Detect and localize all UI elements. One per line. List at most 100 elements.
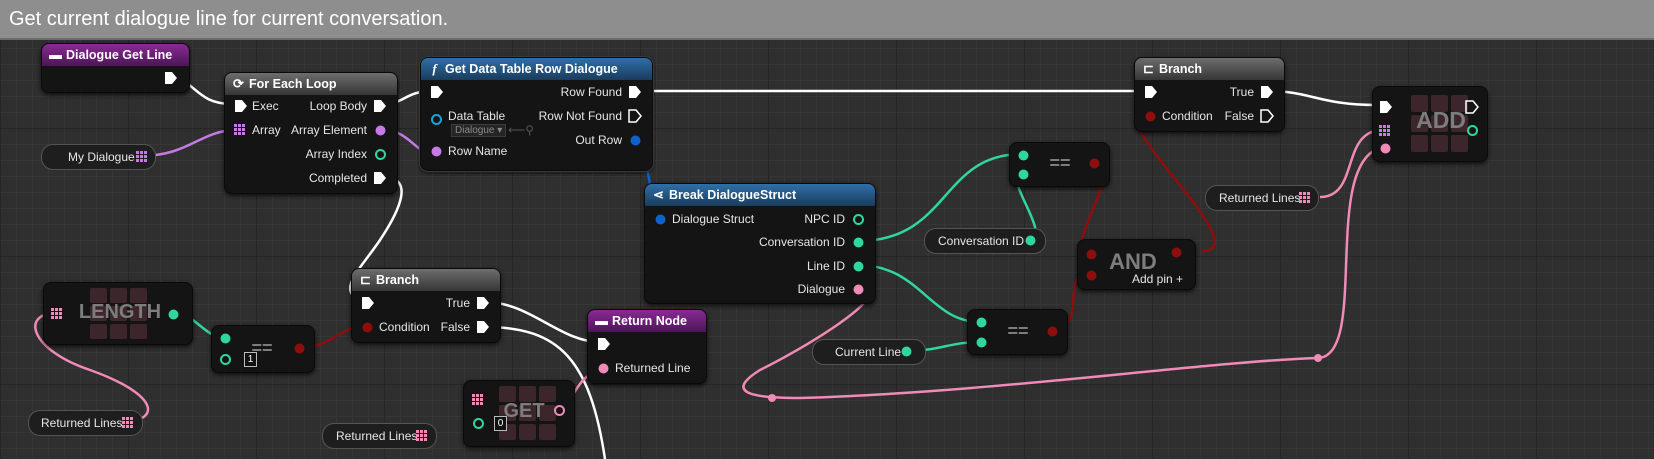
row-found-pin[interactable] bbox=[628, 85, 642, 99]
returned-line-pin[interactable] bbox=[597, 362, 610, 375]
result-pin[interactable] bbox=[1088, 157, 1101, 170]
dropdown-value: Dialogue bbox=[455, 125, 495, 136]
wire-bool bbox=[1137, 114, 1217, 253]
a-pin[interactable] bbox=[219, 332, 232, 345]
b-value-input[interactable]: 1 bbox=[244, 352, 257, 367]
node-equal-length[interactable]: == 1 bbox=[211, 325, 315, 373]
node-branch-bottom[interactable]: ⊏Branch Condition True False bbox=[351, 268, 501, 343]
pin-label-completed: Completed bbox=[308, 171, 367, 185]
node-return[interactable]: ▬Return Node Returned Line bbox=[587, 309, 707, 384]
out-row-pin[interactable] bbox=[629, 134, 642, 147]
exec-out-pin[interactable] bbox=[164, 71, 178, 85]
data-table-dropdown[interactable]: Dialogue ▾ bbox=[451, 124, 507, 137]
node-break-dialogue-struct[interactable]: ⋖Break DialogueStruct Dialogue Struct NP… bbox=[644, 183, 876, 304]
exec-in-pin[interactable] bbox=[597, 337, 611, 351]
node-and[interactable]: AND Add pin + bbox=[1077, 239, 1196, 290]
var-conversation-id[interactable]: Conversation ID bbox=[924, 228, 1046, 254]
false-pin[interactable] bbox=[476, 320, 490, 334]
pin-label-dialogue: Dialogue bbox=[797, 282, 845, 296]
result-pin[interactable] bbox=[1170, 246, 1183, 259]
array-in-pin[interactable] bbox=[1379, 125, 1391, 137]
true-pin[interactable] bbox=[1260, 85, 1274, 99]
index-out-pin[interactable] bbox=[1466, 124, 1479, 137]
comment-text: Get current dialogue line for current co… bbox=[9, 8, 449, 30]
false-pin[interactable] bbox=[1260, 109, 1274, 123]
npc-id-pin[interactable] bbox=[852, 213, 865, 226]
b-pin[interactable] bbox=[975, 336, 988, 349]
index-in-pin[interactable] bbox=[472, 417, 485, 430]
exec-out-pin[interactable] bbox=[1465, 100, 1479, 114]
array-in-pin[interactable] bbox=[51, 308, 63, 320]
exec-in-pin[interactable] bbox=[234, 99, 248, 113]
pin-label-true: True bbox=[1229, 85, 1254, 99]
row-not-found-pin[interactable] bbox=[628, 109, 642, 123]
b-pin[interactable] bbox=[1017, 168, 1030, 181]
array-in-pin[interactable] bbox=[472, 394, 484, 406]
var-returned-lines[interactable]: Returned Lines bbox=[28, 410, 143, 436]
loop-body-pin[interactable] bbox=[373, 99, 387, 113]
array-in-pin[interactable] bbox=[234, 124, 246, 136]
struct-in-pin[interactable] bbox=[654, 213, 667, 226]
node-for-each-loop[interactable]: ⟳For Each Loop Exec Array Loop Body Arra… bbox=[224, 72, 398, 194]
var-returned-lines[interactable]: Returned Lines bbox=[322, 423, 437, 449]
completed-pin[interactable] bbox=[373, 171, 387, 185]
a-pin[interactable] bbox=[975, 316, 988, 329]
b-pin[interactable] bbox=[219, 353, 232, 366]
node-length[interactable]: LENGTH bbox=[43, 282, 193, 345]
a-pin[interactable] bbox=[1085, 248, 1098, 261]
pin-label-array-index: Array Index bbox=[305, 147, 367, 161]
loop-icon: ⟳ bbox=[233, 76, 244, 91]
result-pin[interactable] bbox=[293, 342, 306, 355]
condition-pin[interactable] bbox=[361, 321, 374, 334]
data-table-pin[interactable] bbox=[430, 113, 443, 126]
array-out-pin[interactable] bbox=[122, 417, 134, 429]
browse-icon[interactable]: ⟵⚲ bbox=[508, 123, 534, 137]
pin-label-conversation-id: Conversation ID bbox=[758, 235, 845, 249]
line-id-pin[interactable] bbox=[852, 260, 865, 273]
var-label: Returned Lines bbox=[336, 429, 418, 443]
pin-label-npc-id: NPC ID bbox=[804, 212, 845, 226]
pin-label-condition: Condition bbox=[1162, 109, 1213, 123]
array-out-pin[interactable] bbox=[136, 151, 148, 163]
node-branch-top[interactable]: ⊏Branch Condition True False bbox=[1134, 57, 1285, 132]
row-name-pin[interactable] bbox=[430, 145, 443, 158]
node-dialogue-get-line[interactable]: ▬Dialogue Get Line bbox=[41, 43, 190, 93]
node-add[interactable]: ADD bbox=[1372, 86, 1488, 162]
result-pin[interactable] bbox=[1046, 325, 1059, 338]
equal-label: == bbox=[1007, 321, 1029, 341]
index-value-input[interactable]: 0 bbox=[494, 416, 507, 431]
exec-in-pin[interactable] bbox=[361, 296, 375, 310]
int-out-pin[interactable] bbox=[1024, 234, 1037, 247]
item-in-pin[interactable] bbox=[1379, 142, 1392, 155]
return-icon: ▬ bbox=[595, 313, 608, 328]
exec-in-pin[interactable] bbox=[1379, 100, 1393, 114]
pin-label-row-found: Row Found bbox=[560, 85, 622, 99]
node-get[interactable]: GET 0 bbox=[463, 380, 575, 447]
array-out-pin[interactable] bbox=[1299, 192, 1311, 204]
array-out-pin[interactable] bbox=[416, 430, 428, 442]
true-pin[interactable] bbox=[476, 296, 490, 310]
node-title: Branch bbox=[376, 273, 420, 287]
exec-in-pin[interactable] bbox=[1144, 85, 1158, 99]
add-pin-button[interactable]: Add pin + bbox=[1132, 272, 1183, 286]
var-returned-lines[interactable]: Returned Lines bbox=[1205, 185, 1319, 211]
array-element-pin[interactable] bbox=[374, 124, 387, 137]
var-my-dialogue[interactable]: My Dialogue bbox=[41, 144, 156, 170]
comment-box[interactable]: Get current dialogue line for current co… bbox=[0, 0, 1654, 40]
item-out-pin[interactable] bbox=[553, 404, 566, 417]
int-out-pin[interactable] bbox=[900, 345, 913, 358]
length-out-pin[interactable] bbox=[167, 308, 180, 321]
dialogue-pin[interactable] bbox=[852, 283, 865, 296]
exec-in-pin[interactable] bbox=[430, 85, 444, 99]
add-label: ADD bbox=[1416, 107, 1466, 133]
a-pin[interactable] bbox=[1017, 149, 1030, 162]
var-current-line[interactable]: Current Line bbox=[812, 339, 926, 365]
conversation-id-pin[interactable] bbox=[852, 236, 865, 249]
node-equal-conversation[interactable]: == bbox=[1009, 142, 1110, 187]
array-index-pin[interactable] bbox=[374, 148, 387, 161]
node-equal-line[interactable]: == bbox=[967, 309, 1068, 355]
b-pin[interactable] bbox=[1085, 269, 1098, 282]
condition-pin[interactable] bbox=[1144, 110, 1157, 123]
